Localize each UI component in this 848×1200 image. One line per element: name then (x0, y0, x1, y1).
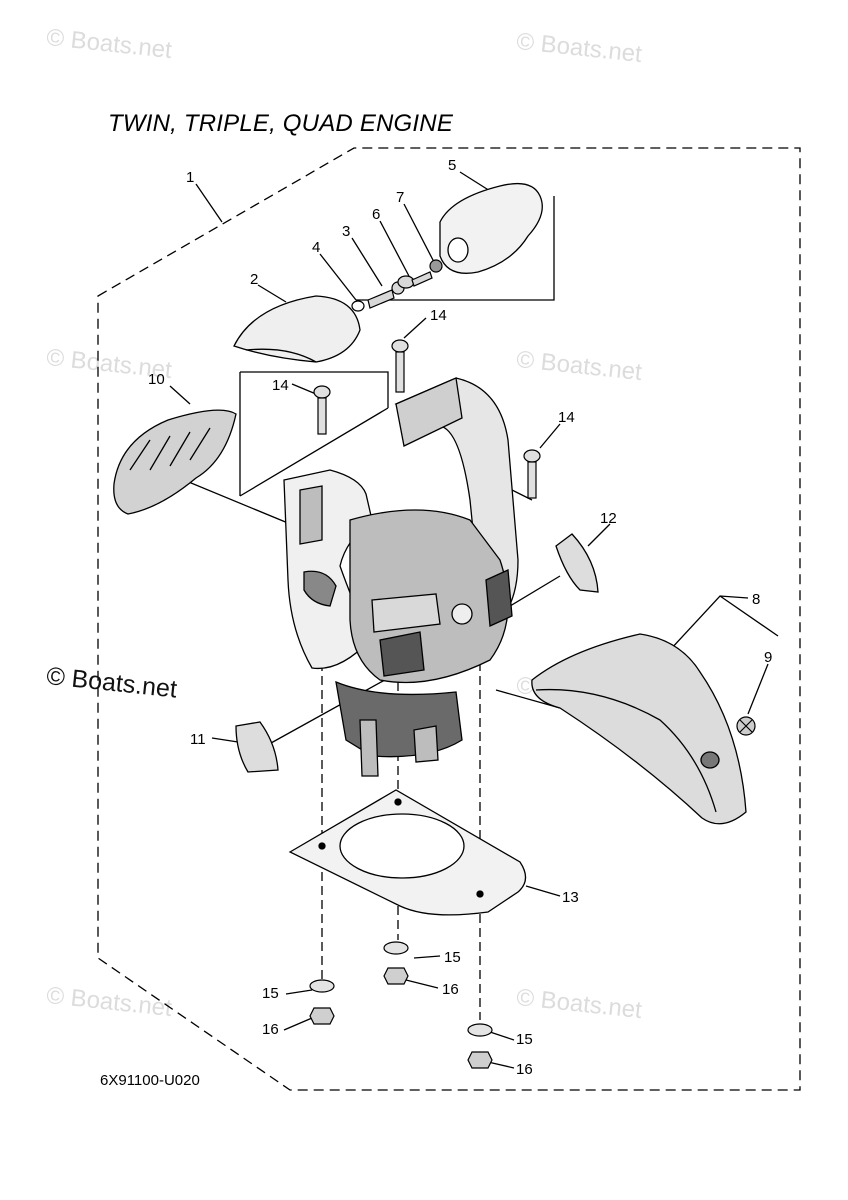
leader-15a (285, 989, 313, 995)
leader-14c (539, 423, 561, 449)
callout-16-center: 16 (442, 981, 459, 998)
callout-10: 10 (148, 371, 165, 388)
align-line-11 (261, 675, 393, 749)
leader-10 (169, 385, 191, 405)
plate-part-13 (288, 789, 527, 916)
small-cover-part-11 (235, 721, 279, 773)
callout-11: 11 (190, 731, 206, 748)
diagram-title: TWIN, TRIPLE, QUAD ENGINE (108, 110, 454, 137)
callout-6: 6 (372, 206, 380, 223)
callout-14-left: 14 (272, 377, 289, 394)
leader-15b (413, 955, 441, 959)
leader-6 (379, 220, 411, 279)
callout-13: 13 (562, 889, 579, 906)
leader-11 (211, 737, 239, 743)
leader-2 (257, 284, 287, 303)
leader-15c (489, 1031, 515, 1041)
align-line-top (239, 371, 389, 497)
leader-12 (587, 523, 611, 547)
side-panel-part-10 (113, 409, 237, 515)
callout-5: 5 (448, 157, 456, 174)
leader-16c (487, 1061, 515, 1069)
diagram-code: 6X91100-U020 (100, 1072, 200, 1089)
callout-15-right: 15 (516, 1031, 533, 1048)
callout-16-right: 16 (516, 1061, 533, 1078)
callout-7: 7 (396, 189, 404, 206)
leader-3 (351, 237, 383, 287)
assembly-boundary (97, 147, 801, 1091)
leader-8 (669, 595, 779, 651)
leader-13 (525, 885, 561, 897)
callout-15-left: 15 (262, 985, 279, 1002)
cover-part-2 (233, 295, 361, 363)
callout-2: 2 (250, 271, 258, 288)
callout-16-left: 16 (262, 1021, 279, 1038)
callout-3: 3 (342, 223, 350, 240)
callout-15-center: 15 (444, 949, 461, 966)
callout-14-right: 14 (558, 409, 575, 426)
leader-1 (195, 183, 223, 223)
leader-14a (291, 383, 317, 395)
washers-part-15 (309, 941, 493, 1037)
callout-9: 9 (764, 649, 772, 666)
callout-12: 12 (600, 510, 617, 527)
leader-14b (403, 317, 427, 339)
leader-16b (405, 979, 439, 989)
callout-8: 8 (752, 591, 760, 608)
leader-7 (403, 203, 435, 263)
leader-16a (283, 1017, 313, 1031)
leader-9 (747, 663, 769, 715)
fasteners-3-4-6-7 (351, 259, 443, 312)
callout-14-top: 14 (430, 307, 447, 324)
small-cover-part-12 (555, 533, 599, 593)
large-cover-part-8 (531, 633, 747, 825)
nuts-part-16 (309, 967, 493, 1069)
leader-4 (319, 253, 357, 301)
screws-part-14 (313, 339, 541, 499)
screw-part-9 (736, 716, 756, 736)
cap-part-5 (439, 182, 543, 274)
callout-1: 1 (186, 169, 194, 186)
callout-4: 4 (312, 239, 320, 256)
align-line-right (356, 196, 555, 301)
control-body (283, 377, 519, 777)
